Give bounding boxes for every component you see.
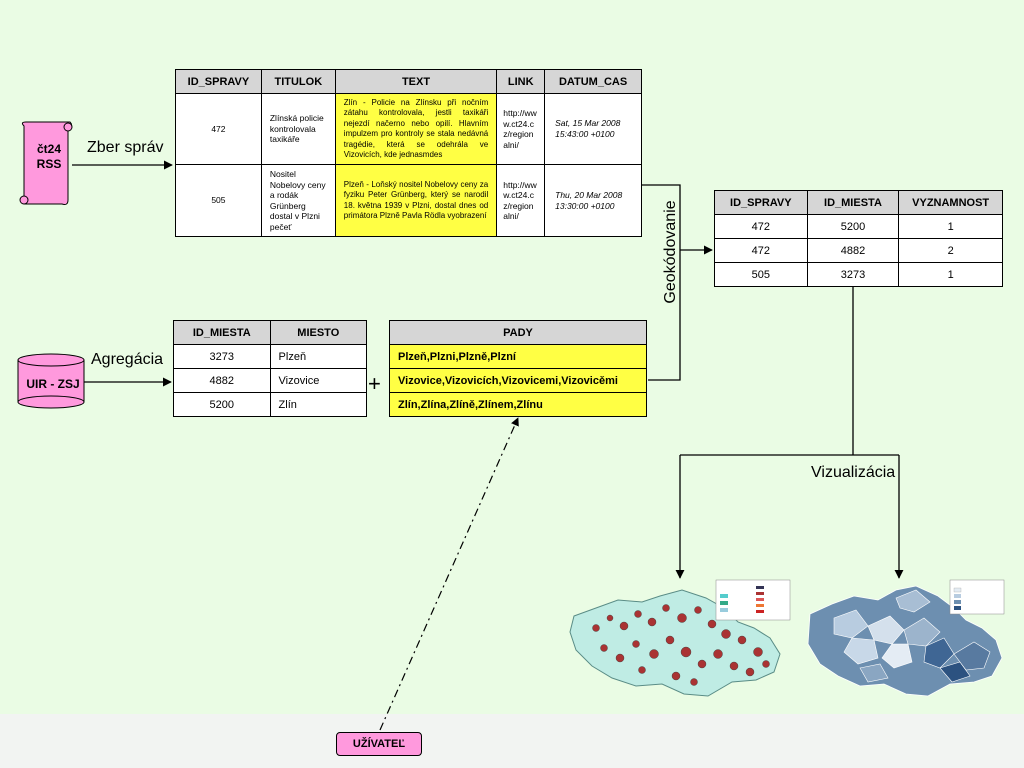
- rss-label-line2: RSS: [36, 157, 62, 171]
- cell-text: Plzeň - Loňský nositel Nobelovy ceny za …: [334, 164, 498, 237]
- cell: 3273: [173, 344, 271, 369]
- rss-scroll-icon: [19, 121, 73, 205]
- table-row: 472 Zlínská policie kontrolovala taxikář…: [175, 93, 642, 165]
- geo-table: ID_SPRAVY ID_MIESTA VYZNAMNOST 472 5200 …: [714, 190, 1003, 287]
- col-header: ID_SPRAVY: [714, 190, 808, 215]
- visualization-label: Vizualizácia: [811, 464, 896, 481]
- cell: Vizovice,Vizovicích,Vizovicemi,Vizovicěm…: [389, 368, 647, 393]
- plus-sign: +: [368, 371, 381, 396]
- places-table-header: ID_MIESTA MIESTO: [173, 320, 368, 345]
- cell: Plzeň: [269, 344, 368, 369]
- cell: 1: [898, 214, 1003, 239]
- cell: 505: [714, 262, 808, 287]
- cell: 472: [714, 238, 808, 263]
- database-label: UIR - ZSJ: [26, 377, 80, 391]
- table-row: 505 3273 1: [714, 262, 1003, 287]
- cell-date: Sat, 15 Mar 2008 15:43:00 +0100: [544, 93, 642, 165]
- cases-table-header: PADY: [389, 320, 647, 345]
- bottom-strip: [0, 714, 1024, 768]
- table-row: Plzeň,Plzni,Plzně,Plzní: [389, 344, 647, 369]
- cell-date: Thu, 20 Mar 2008 13:30:00 +0100: [544, 164, 642, 237]
- table-row: 505 Nositel Nobelovy ceny a rodák Grünbe…: [175, 164, 642, 237]
- geocoding-label: Geokódovanie: [662, 200, 679, 304]
- cell-id: 505: [175, 164, 262, 237]
- table-row: 5200 Zlín: [173, 392, 368, 417]
- cell: Zlín,Zlína,Zlíně,Zlínem,Zlínu: [389, 392, 647, 417]
- news-table-header: ID_SPRAVY TITULOK TEXT LINK DATUM_CAS: [175, 69, 642, 94]
- col-header: ID_SPRAVY: [175, 69, 262, 94]
- table-row: 472 5200 1: [714, 214, 1003, 239]
- cell: 4882: [806, 238, 900, 263]
- cases-table: PADY Plzeň,Plzni,Plzně,Plzní Vizovice,Vi…: [389, 320, 647, 417]
- rss-source-label: čt24 RSS: [28, 142, 70, 172]
- col-header: DATUM_CAS: [544, 69, 642, 94]
- table-row: Zlín,Zlína,Zlíně,Zlínem,Zlínu: [389, 392, 647, 417]
- cell-title: Nositel Nobelovy ceny a rodák Grünberg d…: [260, 164, 336, 237]
- cell: 4882: [173, 368, 271, 393]
- col-header: VYZNAMNOST: [898, 190, 1003, 215]
- cell: Vizovice: [269, 368, 368, 393]
- arrow-user: [379, 417, 519, 731]
- cell: Plzeň,Plzni,Plzně,Plzní: [389, 344, 647, 369]
- rss-label-line1: čt24: [36, 142, 62, 156]
- col-header: TEXT: [334, 69, 498, 94]
- aggregation-label: Agregácia: [91, 351, 164, 368]
- cell-text: Zlín - Policie na Zlínsku při nočním zát…: [334, 93, 498, 165]
- news-table: ID_SPRAVY TITULOK TEXT LINK DATUM_CAS 47…: [175, 69, 642, 237]
- cell-id: 472: [175, 93, 262, 165]
- collect-label: Zber správ: [87, 139, 164, 156]
- cell: 5200: [173, 392, 271, 417]
- table-row: 3273 Plzeň: [173, 344, 368, 369]
- cell: 1: [898, 262, 1003, 287]
- map-choropleth: [807, 579, 1005, 697]
- table-row: Vizovice,Vizovicích,Vizovicemi,Vizovicěm…: [389, 368, 647, 393]
- cell: 3273: [806, 262, 900, 287]
- col-header: PADY: [389, 320, 647, 345]
- places-table: ID_MIESTA MIESTO 3273 Plzeň 4882 Vizovic…: [173, 320, 368, 417]
- user-box: UŽÍVATEĽ: [336, 732, 422, 756]
- cell-title: Zlínská policie kontrolovala taxikáře: [260, 93, 336, 165]
- cell: Zlín: [269, 392, 368, 417]
- col-header: MIESTO: [269, 320, 368, 345]
- cell-link: http://www.ct24.cz/regionalni/: [496, 164, 546, 237]
- cell: 5200: [806, 214, 900, 239]
- cell-link: http://www.ct24.cz/regionalni/: [496, 93, 546, 165]
- col-header: TITULOK: [260, 69, 336, 94]
- geocoding-bracket: [642, 184, 681, 381]
- table-row: 4882 Vizovice: [173, 368, 368, 393]
- cell: 2: [898, 238, 1003, 263]
- table-row: 472 4882 2: [714, 238, 1003, 263]
- database-icon: [17, 353, 85, 409]
- col-header: LINK: [496, 69, 546, 94]
- cell: 472: [714, 214, 808, 239]
- map-pie-symbols: [569, 579, 791, 697]
- col-header: ID_MIESTA: [806, 190, 900, 215]
- col-header: ID_MIESTA: [173, 320, 271, 345]
- geo-table-header: ID_SPRAVY ID_MIESTA VYZNAMNOST: [714, 190, 1003, 215]
